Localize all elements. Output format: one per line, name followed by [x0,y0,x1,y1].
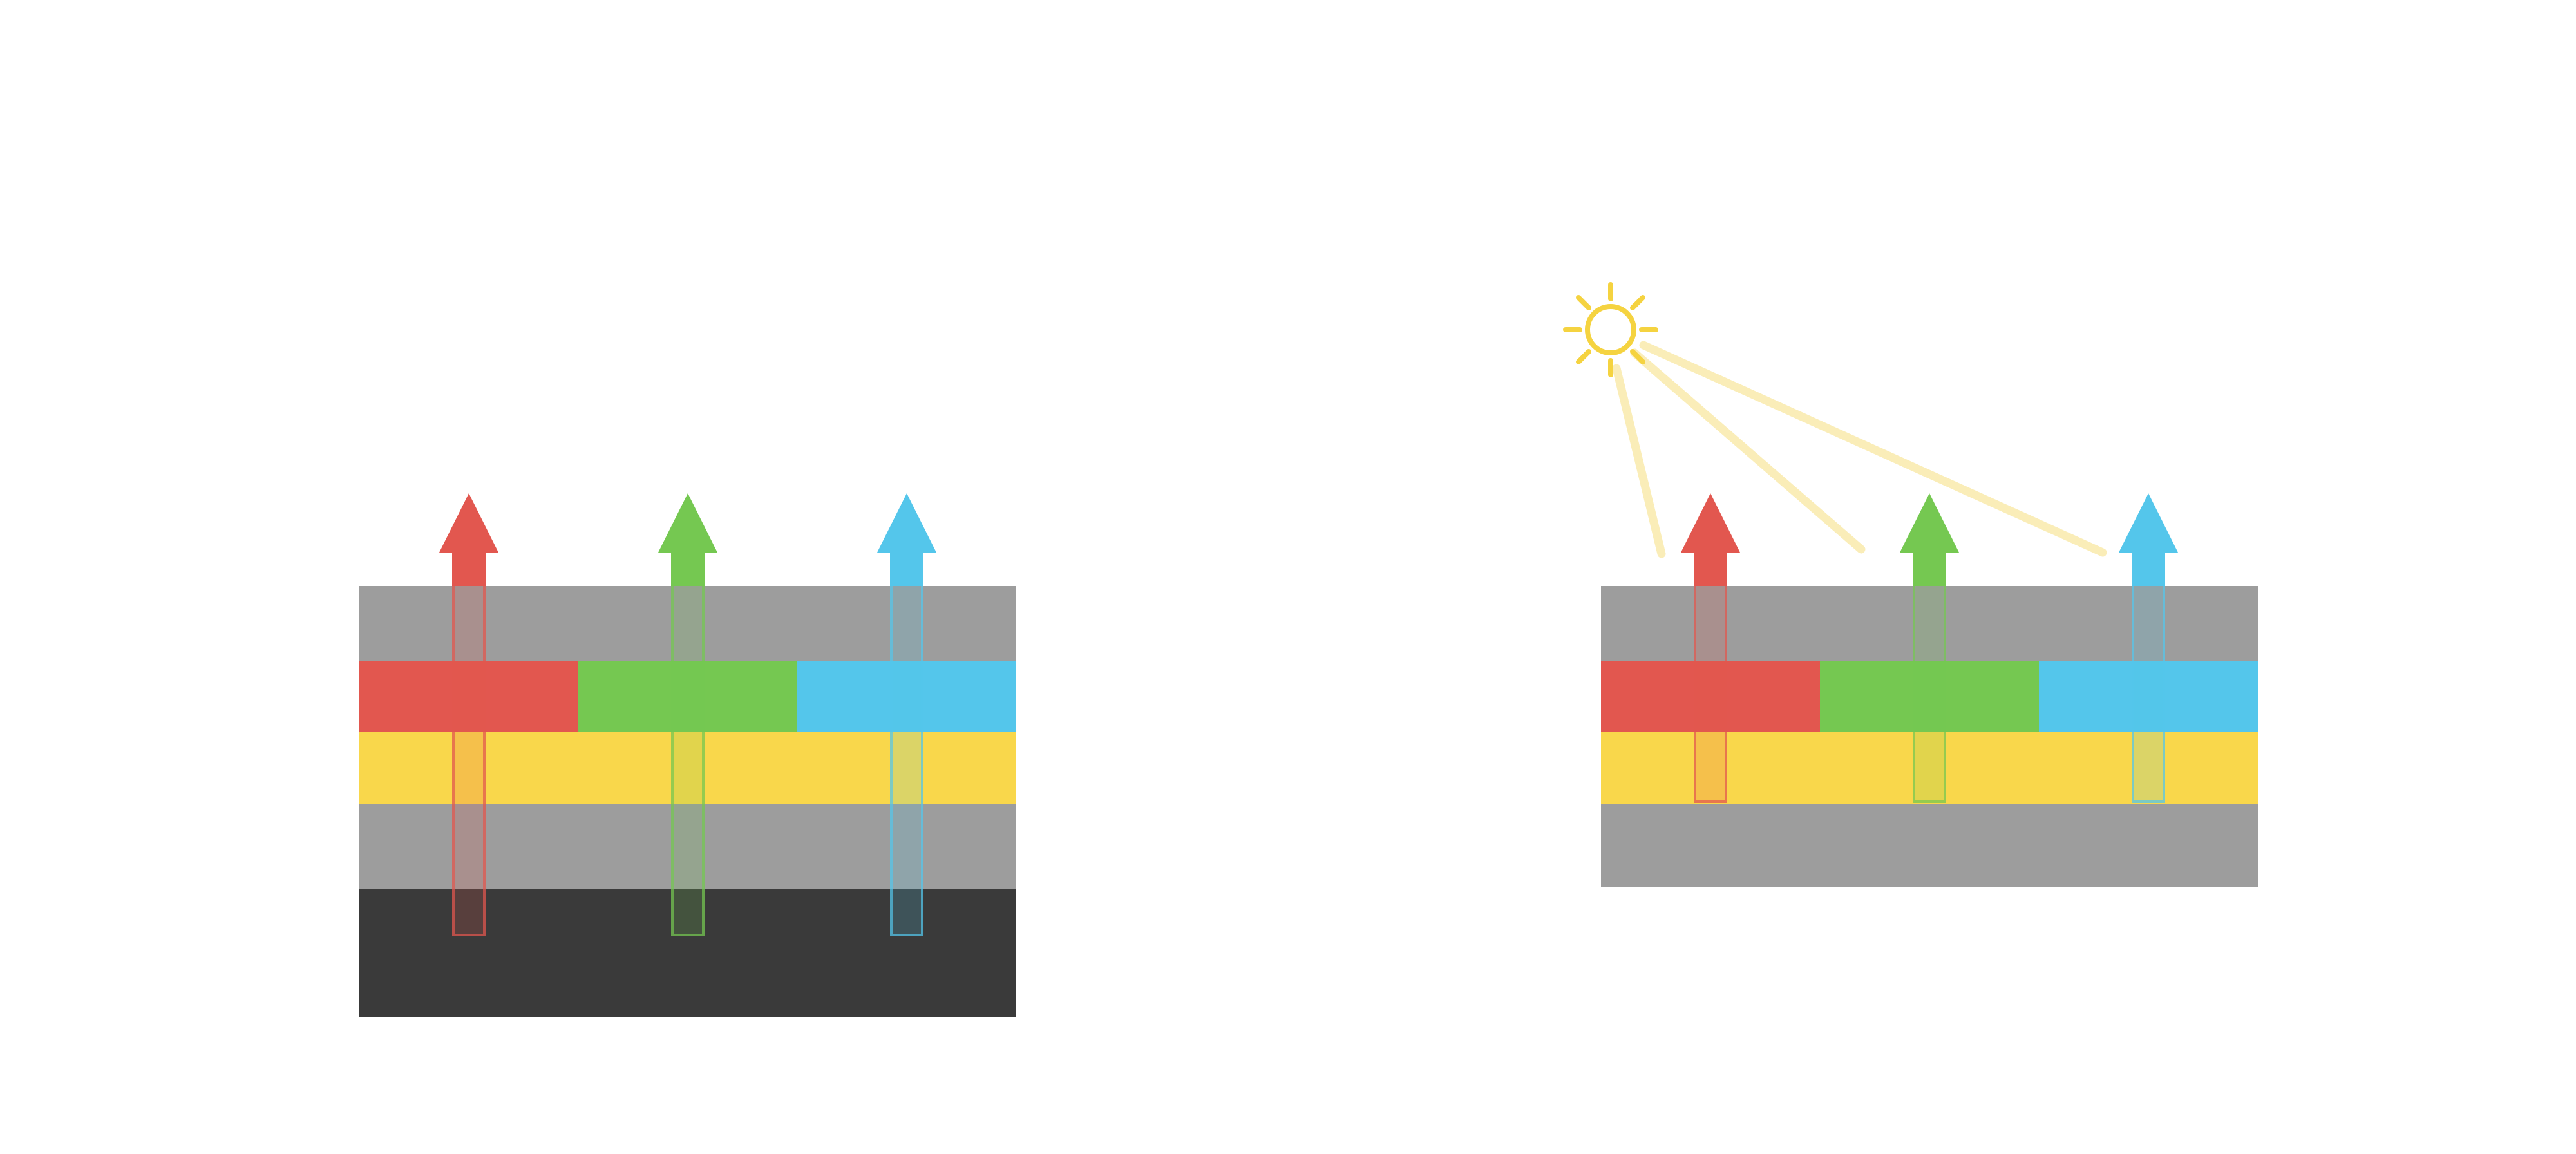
sun-ray [1630,349,1645,364]
right-green-arrow-shaft-translucent [1913,586,1946,803]
right-cyan-arrow-shaft [2132,551,2165,586]
sun-core [1585,304,1636,355]
left-red-subpixel [359,661,578,732]
left-lower-gray-layer [359,804,1016,889]
left-green-subpixel [578,661,797,732]
sun-beams [1612,341,2107,558]
sun-ray [1630,295,1645,310]
right-red-subpixel [1601,661,1820,732]
right-lower-gray-layer [1601,804,2258,887]
right-green-arrow-head [1900,493,1959,553]
right-red-arrow-head [1681,493,1740,553]
sun-and-beams [1563,282,2107,558]
right-red-arrow-shaft-translucent [1694,586,1727,803]
left-cyan-arrow-shaft [890,551,923,586]
sun-beam-left [1612,364,1666,558]
left-green-arrow-shaft [671,551,705,586]
sun-ray [1576,295,1591,310]
left-green-arrow-head [658,493,717,553]
left-red-arrow-head [439,493,498,553]
left-red-arrow-shaft [452,551,486,586]
right-cyan-arrow-head [2119,493,2178,553]
left-yellow-layer [359,732,1016,804]
left-dark-base-layer [359,889,1016,1017]
sun-ray [1576,349,1591,364]
left-red-arrow-shaft-translucent [452,586,486,936]
right-top-gray-layer [1601,586,2258,661]
sun-icon [1563,282,1658,377]
sun-beam-middle [1630,348,1866,554]
left-top-gray-layer [359,586,1016,661]
right-cyan-arrow-shaft-translucent [2132,586,2165,803]
left-green-arrow-shaft-translucent [671,586,705,936]
right-green-subpixel [1820,661,2039,732]
right-cyan-subpixel [2039,661,2258,732]
left-cyan-subpixel [797,661,1016,732]
left-cyan-arrow-head [877,493,936,553]
left-cyan-arrow-shaft-translucent [890,586,923,936]
right-red-arrow-shaft [1694,551,1727,586]
right-yellow-layer [1601,732,2258,804]
right-green-arrow-shaft [1913,551,1946,586]
sun-beam-right [1639,341,2107,557]
